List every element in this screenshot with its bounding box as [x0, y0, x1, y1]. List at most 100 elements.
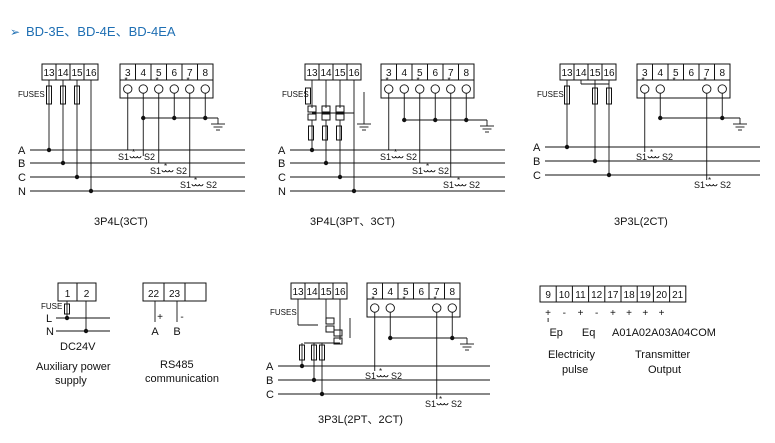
junction-dot	[592, 158, 598, 164]
phase-label: C	[278, 172, 286, 184]
rs485-line-label: A	[151, 326, 159, 338]
terminal-circle	[447, 303, 457, 313]
ct-coil-icon	[391, 155, 404, 159]
polarity-star: *	[385, 76, 388, 85]
ct-coil-icon	[423, 169, 436, 173]
fuse-icon	[336, 125, 342, 141]
terminal-number: 7	[434, 287, 440, 298]
junction-dot	[606, 172, 612, 178]
polarity-sign: +	[545, 308, 551, 319]
terminal-number: 13	[292, 287, 304, 298]
phase-label: B	[533, 156, 540, 168]
terminal-number: 4	[657, 68, 663, 79]
terminal-circle	[415, 84, 425, 94]
terminal-number: 15	[320, 287, 332, 298]
terminal-circle	[717, 84, 727, 94]
fuse-icon	[74, 85, 80, 105]
ct-s2-label: S2	[469, 180, 480, 190]
terminal-number: 3	[125, 68, 131, 79]
pt-icon	[333, 337, 343, 345]
polarity-sign: +	[610, 308, 616, 319]
ct-polarity-star: *	[194, 176, 197, 185]
terminal-number: 11	[575, 290, 586, 301]
pt-icon	[333, 329, 343, 337]
terminal-circle	[702, 84, 712, 94]
phase-label: B	[266, 375, 273, 387]
power-line-label: N	[46, 326, 54, 338]
junction-dot	[323, 160, 329, 166]
polarity-star: *	[641, 76, 644, 85]
polarity-star: *	[703, 76, 706, 85]
ct-coil-icon	[161, 169, 174, 173]
terminal-number: 8	[202, 68, 208, 79]
terminal-number: 5	[673, 68, 679, 79]
terminal-circle	[370, 303, 380, 313]
phase-label: A	[266, 361, 274, 373]
ep-label: Ep	[549, 327, 562, 339]
polarity-sign: +	[626, 308, 632, 319]
junction-dot	[46, 147, 52, 153]
ct-s1-label: S1	[365, 371, 376, 381]
ct-polarity-star: *	[457, 176, 460, 185]
junction-dot	[337, 174, 343, 180]
terminal-circle	[200, 84, 210, 94]
diagram-caption: Transmitter	[635, 349, 691, 361]
ct-s2-label: S2	[391, 371, 402, 381]
ct-coil-icon	[454, 183, 467, 187]
ct-s1-label: S1	[150, 166, 161, 176]
fuse-icon	[46, 85, 52, 105]
fuse-icon	[64, 303, 70, 315]
fuse-label: FUSE	[41, 302, 62, 311]
junction-dot	[64, 315, 70, 321]
polarity-sign: +	[659, 308, 665, 319]
ct-s2-label: S2	[144, 152, 155, 162]
junction-dot	[309, 147, 315, 153]
terminal-circle	[185, 84, 195, 94]
fuses-label: FUSES	[18, 90, 45, 99]
terminal-number: 6	[418, 287, 424, 298]
terminal-number: 22	[148, 289, 160, 300]
terminal-number: 8	[449, 287, 455, 298]
polarity-sign: +	[642, 308, 648, 319]
polarity-sign: -	[180, 312, 183, 323]
terminal-number: 14	[320, 68, 332, 79]
junction-dot	[351, 188, 357, 194]
ct-s1-label: S1	[636, 152, 647, 162]
fuse-icon	[305, 87, 311, 105]
diagram-caption: 3P4L(3PT、3CT)	[310, 216, 395, 228]
terminal-number: 7	[448, 68, 454, 79]
polarity-star: *	[416, 76, 419, 85]
power-line-label: L	[46, 313, 52, 325]
terminal-circle	[169, 84, 179, 94]
terminal-number: 18	[624, 290, 636, 301]
terminal-block	[539, 285, 687, 303]
fuse-icon	[322, 125, 328, 141]
transmitter-outputs-label: A01A02A03A04COM	[612, 327, 716, 339]
pt-icon	[325, 325, 335, 333]
terminal-number: 9	[545, 290, 551, 301]
phase-label: C	[18, 172, 26, 184]
fuse-icon	[592, 87, 598, 105]
phase-label: N	[278, 186, 286, 198]
terminal-number: 17	[607, 290, 619, 301]
diagram-caption: Output	[648, 364, 681, 376]
polarity-star: *	[402, 295, 405, 304]
terminal-circle	[640, 84, 650, 94]
polarity-sign: -	[563, 308, 566, 319]
diagram-caption: 3P4L(3CT)	[94, 216, 148, 228]
terminal-number: 6	[171, 68, 177, 79]
pt-icon	[335, 113, 345, 121]
phase-label: C	[266, 389, 274, 401]
ct-s2-label: S2	[720, 180, 731, 190]
polarity-star: *	[124, 76, 127, 85]
terminal-circle	[655, 84, 665, 94]
polarity-star: *	[155, 76, 158, 85]
terminal-number: 3	[372, 287, 378, 298]
ct-polarity-star: *	[426, 162, 429, 171]
junction-dot	[83, 328, 89, 334]
